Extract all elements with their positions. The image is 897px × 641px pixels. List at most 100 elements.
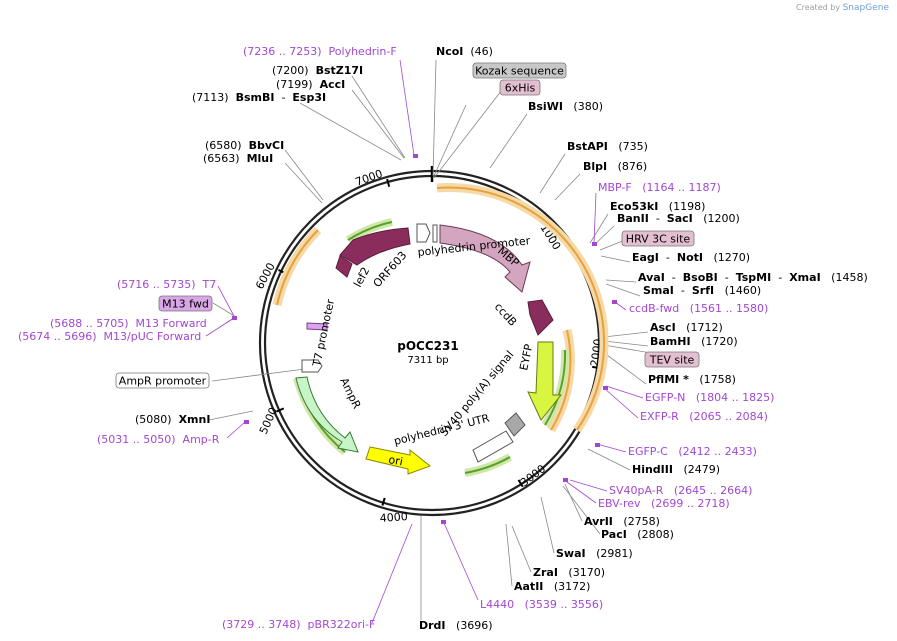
enzyme-text-acci-0: (7199) (276, 78, 320, 91)
enzyme-label-aatii: AatII (3172) (514, 580, 590, 593)
enzyme-text-avai-1: - (665, 271, 683, 284)
leader-line-9 (589, 213, 609, 244)
enzyme-text-bsiwi-1: (380) (563, 100, 603, 113)
leader-line-44 (212, 302, 237, 318)
plasmid-name: pOCC231 (397, 339, 458, 353)
leader-line-13 (605, 283, 641, 297)
leader-line-31 (569, 479, 608, 492)
primer-label-egfp-n: EGFP-N (1804 .. 1825) (645, 391, 774, 404)
leader-line-41 (211, 368, 306, 382)
leader-line-14 (603, 331, 649, 338)
enzyme-label-asci: AscI (1712) (650, 321, 723, 334)
l4440-mark (441, 520, 446, 524)
enzyme-label-bstapi: BstAPI (735) (567, 140, 648, 153)
enzyme-text-bsmbi-2: - (274, 91, 292, 104)
leader-line-8 (554, 173, 581, 201)
enzyme-text-ncoi-0: NcoI (436, 45, 463, 58)
enzyme-label-eco53ki: Eco53kI (1198) (610, 200, 705, 213)
enzyme-text-hindiii-0: HindIII (632, 463, 673, 476)
enzyme-label-bamhi: BamHI (1720) (650, 335, 738, 348)
enzyme-text-pfimi-0: PflMI * (648, 373, 689, 386)
enzyme-text-ncoi-1: (46) (463, 45, 493, 58)
box-m13-fwd (158, 295, 213, 312)
enzyme-label-smai: SmaI - SrfI (1460) (643, 284, 761, 297)
leader-line-18 (564, 483, 583, 522)
lef2-arrow (335, 255, 353, 278)
feature-label-eyfp: EYFP (517, 343, 535, 372)
enzyme-text-avai-3: - (718, 271, 736, 284)
leader-line-26 (593, 192, 597, 244)
tick-mark-4000 (381, 497, 386, 506)
m13-mark (232, 316, 237, 320)
leader-line-30 (596, 443, 627, 453)
egfp-n-mark (603, 386, 608, 390)
polyhedrin-3utr-arrow (472, 430, 514, 463)
ccdb-arrow (527, 299, 554, 336)
leader-line-17 (587, 448, 631, 471)
leader-line-33 (443, 522, 479, 601)
enzyme-label-avrii: AvrII (2758) (584, 515, 660, 528)
enzyme-text-eagi-3: (1270) (703, 251, 750, 264)
enzyme-text-paci-1: (2808) (627, 528, 674, 541)
enzyme-label-avai: AvaI - BsoBI - TspMI - XmaI (1458) (638, 271, 868, 284)
box-label-tev-site: TEV site (649, 354, 695, 367)
enzyme-text-bsmbi-1: BsmBI (236, 91, 275, 104)
feature-label-t7-promoter: T7 promoter (310, 298, 337, 369)
eyfp-arrow (527, 341, 563, 421)
leader-line-43 (599, 239, 626, 251)
tick-label-4000: 4000 (379, 510, 408, 525)
leader-line-20 (540, 496, 555, 554)
enzyme-text-smai-1: - (674, 284, 692, 297)
enzyme-text-eagi-1: - (659, 251, 677, 264)
enzyme-text-avrii-1: (2758) (613, 515, 660, 528)
enzyme-text-avai-6: XmaI (789, 271, 820, 284)
enzyme-text-avai-4: TspMI (736, 271, 772, 284)
leader-line-6 (489, 113, 528, 169)
leader-line-4 (284, 149, 324, 201)
green-arc-ori (464, 456, 511, 474)
ampr-arrow (295, 376, 359, 453)
leader-line-16 (602, 351, 647, 385)
leader-line-39 (432, 104, 467, 179)
leader-line-24 (208, 410, 254, 421)
orange-arc-2 (550, 329, 572, 431)
enzyme-text-swai-1: (2981) (586, 547, 633, 560)
enzyme-text-bstapi-0: BstAPI (567, 140, 608, 153)
enzyme-text-bbvci-0: (6580) (205, 139, 249, 152)
polyhedrin-promoter-arrow (416, 223, 431, 243)
enzyme-text-bamhi-0: BamHI (650, 335, 691, 348)
enzyme-text-bstapi-1: (735) (608, 140, 648, 153)
ori-arrow (365, 446, 432, 475)
feature-label-ori: ori (387, 453, 403, 468)
leader-line-28 (605, 385, 644, 399)
primer-label-l4440: L4440 (3539 .. 3556) (480, 598, 603, 611)
enzyme-text-xmni-0: (5080) (135, 413, 179, 426)
green-arc-lef2 (347, 221, 393, 241)
mbp-f-mark (592, 242, 597, 246)
plasmid-size: 7311 bp (407, 355, 448, 366)
enzyme-label-xmni: (5080) XmnI (135, 413, 210, 426)
tick-mark-3000 (517, 479, 524, 488)
enzyme-text-avai-2: BsoBI (683, 271, 718, 284)
enzyme-text-avai-5: - (771, 271, 789, 284)
primer-label-m13-forward: (5688 .. 5705) M13 Forward (50, 317, 207, 330)
leader-line-29 (603, 387, 639, 419)
leader-line-0 (432, 59, 437, 177)
lef2-orf603-arrow (339, 227, 411, 266)
orange-arc-halo (436, 183, 609, 433)
enzyme-label-mlui: (6563) MluI (203, 152, 273, 165)
leader-line-11 (600, 255, 631, 263)
enzyme-label-ncoi: NcoI (46) (436, 45, 493, 58)
enzyme-label-hindiii: HindIII (2479) (632, 463, 720, 476)
orange-arc-3 (276, 229, 319, 306)
enzyme-text-bbvci-1: BbvCI (249, 139, 285, 152)
enzyme-text-zrai-0: ZraI (533, 566, 558, 579)
snapgene-credit: Created by SnapGene (796, 3, 889, 13)
enzyme-text-eco53ki-1: (1198) (658, 200, 705, 213)
feature-label-ccdb: ccdB (492, 300, 519, 328)
tick-mark-5000 (276, 407, 285, 413)
primer-label-ccdb-fwd: ccdB-fwd (1561 .. 1580) (629, 302, 768, 315)
feature-label-orf603: ORF603 (371, 249, 410, 290)
leader-line-35 (226, 421, 246, 439)
enzyme-label-drdi: DrdI (3696) (419, 619, 493, 632)
